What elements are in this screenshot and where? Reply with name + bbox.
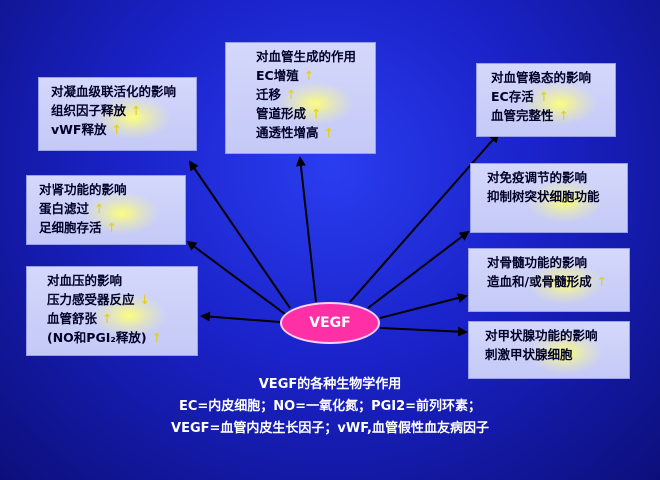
box-vascular-homeostasis-title: 对血管稳态的影响 [491,70,592,85]
arrow-to-coag [188,160,291,309]
box-blood-pressure: 对血压的影响 压力感受器反应↓ 血管舒张↑ (NO和PGI₂释放)↑ [26,266,198,356]
box-bone-marrow-title: 对骨髓功能的影响 [487,255,588,270]
caption-abbrev-1: EC=内皮细胞；NO=一氧化氮；PGI2=前列环素； [178,399,482,414]
box-angiogenesis-item: 管道形成↑ [256,106,322,121]
arrow-to-stab [349,132,500,303]
box-coagulation-title: 对凝血级联活化的影响 [51,84,177,99]
arrow-to-immune [367,230,470,309]
box-thyroid: 对甲状腺功能的影响 刺激甲状腺细胞 [468,321,630,379]
box-immune: 对免疫调节的影响 抑制树突状细胞功能 [470,163,628,233]
box-coagulation-item: 组织因子释放↑ [51,103,142,118]
box-angiogenesis: 对血管生成的作用 EC增殖↑ 迁移↑ 管道形成↑ 通透性增高↑ [225,42,376,154]
arrow-to-vessel [295,156,317,303]
box-vascular-homeostasis: 对血管稳态的影响 EC存活↑ 血管完整性↑ [476,63,616,137]
caption-title: VEGF的各种生物学作用 [258,377,402,392]
box-vascular-homeostasis-item: 血管完整性↑ [491,108,569,123]
arrow-to-marrow [379,293,468,319]
caption-abbrev-2: VEGF=血管内皮生长因子；vWF,血管假性血友病因子 [171,421,489,436]
box-blood-pressure-item: 血管舒张↑ [47,311,113,326]
box-angiogenesis-item: 迁移↑ [256,87,297,102]
box-kidney: 对肾功能的影响 蛋白滤过↑ 足细胞存活↑ [26,175,186,245]
box-bone-marrow: 对骨髓功能的影响 造血和/或骨髓形成↑ [468,248,630,312]
box-angiogenesis-item: EC增殖↑ [256,68,315,83]
box-blood-pressure-item: 压力感受器反应↓ [47,292,150,307]
box-coagulation-item: vWF释放↑ [51,122,122,137]
arrow-to-thyroid [379,326,468,337]
box-angiogenesis-item: 通透性增高↑ [256,125,334,140]
box-bone-marrow-item: 造血和/或骨髓形成↑ [487,274,608,289]
box-thyroid-item: 刺激甲状腺细胞 [485,347,573,362]
box-kidney-item: 蛋白滤过↑ [39,201,105,216]
box-angiogenesis-title: 对血管生成的作用 [256,49,357,64]
box-coagulation: 对凝血级联活化的影响 组织因子释放↑ vWF释放↑ [38,77,197,151]
box-vascular-homeostasis-item: EC存活↑ [491,89,550,104]
box-blood-pressure-item: (NO和PGI₂释放)↑ [47,330,163,345]
arrow-to-kidney [186,240,286,315]
box-immune-title: 对免疫调节的影响 [487,170,588,185]
vegf-center-label: VEGF [309,315,351,331]
box-kidney-title: 对肾功能的影响 [39,182,127,197]
box-kidney-item: 足细胞存活↑ [39,220,117,235]
box-blood-pressure-title: 对血压的影响 [47,273,123,288]
vegf-center-node: VEGF [280,302,380,344]
box-immune-item: 抑制树突状细胞功能 [487,189,600,204]
arrow-to-bp [200,311,281,323]
box-thyroid-title: 对甲状腺功能的影响 [485,328,598,343]
